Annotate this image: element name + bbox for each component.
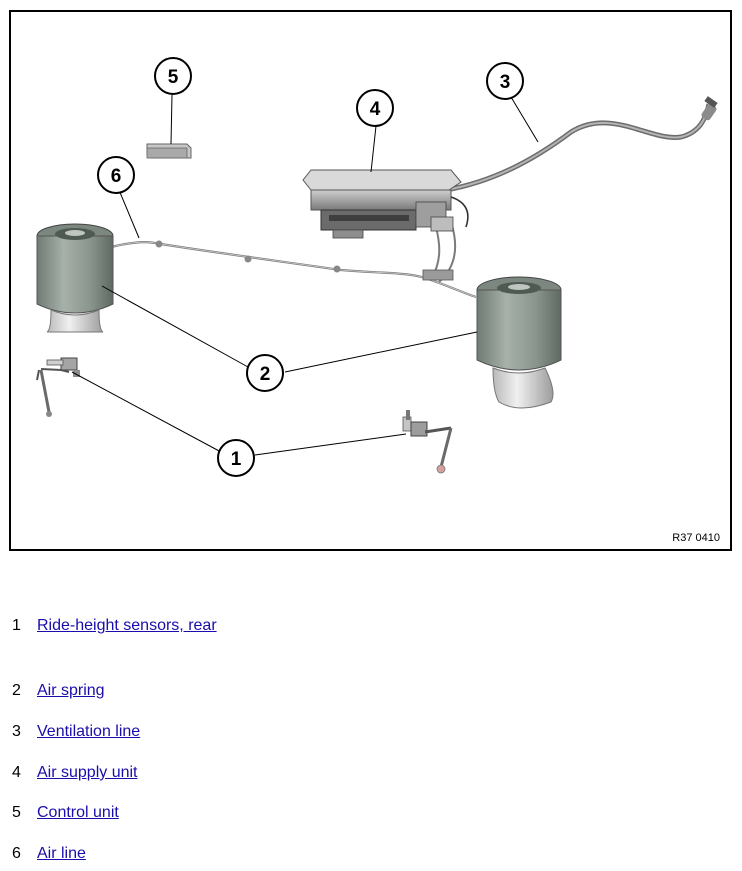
legend-number: 1 [12,617,21,634]
svg-text:3: 3 [500,72,511,93]
ventilation-line [445,96,718,193]
legend-number: 4 [12,764,21,781]
callout-2: 2 [246,354,284,392]
legend-link-ride-height-sensors[interactable]: Ride-height sensors, rear [37,617,217,634]
air-spring-left [36,223,114,333]
callout-3: 3 [486,62,524,100]
leader-lines [71,94,539,456]
callout-5: 5 [154,57,192,95]
legend-number: 3 [12,723,21,740]
svg-text:2: 2 [260,364,271,385]
legend-link-air-spring[interactable]: Air spring [37,682,105,699]
control-unit [146,143,192,159]
parts-diagram: 5 4 3 6 2 1 R37 0410 [9,10,732,551]
ride-height-sensor-left [36,357,80,417]
air-supply-unit [302,169,469,239]
svg-text:1: 1 [231,449,242,470]
legend-number: 2 [12,682,21,699]
legend-link-air-line[interactable]: Air line [37,845,86,862]
callout-6: 6 [97,156,135,194]
figure-code: R37 0410 [672,532,720,544]
air-line [110,221,477,299]
air-spring-right [476,276,562,409]
legend-number: 5 [12,804,21,821]
legend-number: 6 [12,845,21,862]
legend-link-control-unit[interactable]: Control unit [37,804,119,821]
callout-4: 4 [356,89,394,127]
svg-text:4: 4 [370,99,381,120]
ride-height-sensor-right [402,410,453,474]
legend-link-air-supply-unit[interactable]: Air supply unit [37,764,138,781]
callout-1: 1 [217,439,255,477]
svg-text:6: 6 [111,166,122,187]
svg-text:5: 5 [168,67,179,88]
diagram-drawing: 5 4 3 6 2 1 [36,57,718,477]
legend-link-ventilation-line[interactable]: Ventilation line [37,723,141,740]
